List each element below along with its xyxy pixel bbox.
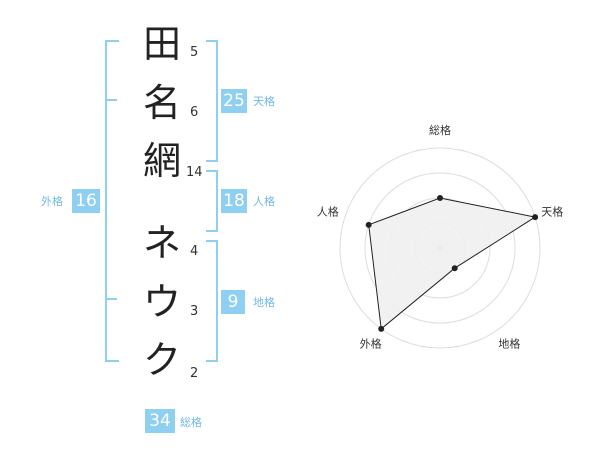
gaikaku-tick-1 <box>107 99 117 101</box>
radar-area <box>368 197 537 330</box>
chikaku-value: 9 <box>221 290 245 314</box>
radar-point-1 <box>437 195 443 201</box>
gaikaku-value: 16 <box>72 189 100 213</box>
radar-axis-label-5: 人格 <box>317 205 339 219</box>
radar-point-5 <box>365 221 372 228</box>
gaikaku-label: 外格 <box>41 195 63 208</box>
jinkaku-bracket <box>206 170 218 232</box>
name-char-5: ウ <box>142 280 181 324</box>
tenkaku-value: 25 <box>221 89 247 113</box>
chikaku-label: 地格 <box>253 296 275 309</box>
chikaku-bracket <box>206 240 218 362</box>
radar-point-4 <box>378 325 385 332</box>
radar-point-3 <box>451 265 458 272</box>
stroke-count-4: 4 <box>190 244 199 259</box>
stroke-count-6: 2 <box>190 366 199 381</box>
radar-ring-3 <box>364 172 516 324</box>
tenkaku-bracket <box>206 40 218 162</box>
radar-point-2 <box>532 214 539 221</box>
name-char-4: ネ <box>142 221 181 265</box>
jinkaku-label: 人格 <box>253 195 275 208</box>
name-char-2: 名 <box>142 81 181 125</box>
stroke-count-3: 14 <box>186 165 203 180</box>
name-char-6: ク <box>142 338 181 382</box>
name-char-3: 網 <box>142 139 181 183</box>
gaikaku-tick-2 <box>107 298 117 300</box>
radar-axis-label-1: 総格 <box>429 123 451 137</box>
stroke-count-5: 3 <box>190 304 199 319</box>
gaikaku-bracket <box>105 40 119 362</box>
name-char-1: 田 <box>142 22 181 66</box>
radar-axis-label-2: 天格 <box>541 205 563 219</box>
soukaku-value: 34 <box>145 409 175 433</box>
radar-axis-label-3: 地格 <box>498 336 520 350</box>
stroke-count-2: 6 <box>190 105 199 120</box>
jinkaku-value: 18 <box>221 189 247 213</box>
radar-axis-label-4: 外格 <box>360 336 382 350</box>
tenkaku-label: 天格 <box>253 95 275 108</box>
radar-ring-4 <box>339 147 541 349</box>
stroke-count-1: 5 <box>190 45 199 60</box>
soukaku-label: 総格 <box>180 416 202 429</box>
